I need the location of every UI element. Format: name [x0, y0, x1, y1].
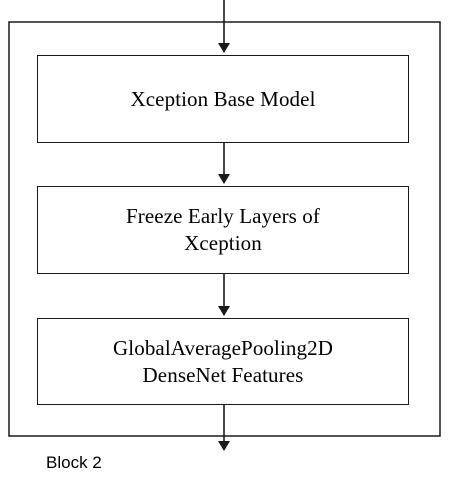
node-xception-base-model: Xception Base Model: [37, 55, 409, 143]
node-label-line: Xception Base Model: [130, 86, 316, 111]
node-label: Freeze Early Layers of Xception: [126, 203, 320, 257]
node-label-line: DenseNet Features: [142, 362, 304, 387]
node-label-line: Xception: [184, 231, 262, 255]
node-label: Xception Base Model: [130, 86, 315, 113]
node-global-average-pooling: GlobalAveragePooling2D DenseNet Features: [37, 318, 409, 405]
block-label: Block 2: [46, 453, 102, 472]
node-label: GlobalAveragePooling2D DenseNet Features: [113, 335, 333, 389]
node-label-line: Freeze Early Layers of: [125, 204, 320, 228]
node-label-line: GlobalAveragePooling2D: [113, 335, 333, 360]
node-freeze-early-layers: Freeze Early Layers of Xception: [37, 186, 409, 274]
